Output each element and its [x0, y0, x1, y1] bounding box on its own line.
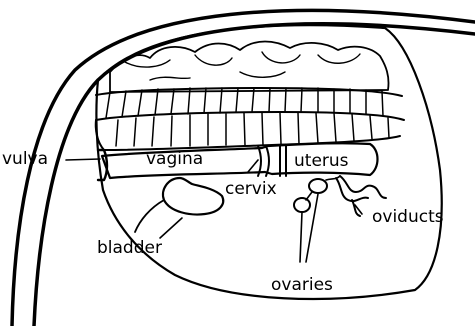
- vulva-pointer: [66, 159, 100, 160]
- label-oviducts: oviducts: [372, 207, 444, 227]
- ovaries-pointer-right: [306, 194, 318, 262]
- body-outline: [12, 10, 475, 326]
- ovaries-pointer-left: [300, 212, 302, 262]
- label-uterus: uterus: [294, 151, 349, 171]
- label-bladder: bladder: [97, 238, 162, 258]
- label-vulva: vulva: [2, 149, 48, 169]
- spine: [96, 88, 404, 150]
- organ-fold-3: [262, 52, 300, 63]
- label-cervix: cervix: [225, 179, 277, 199]
- organ-fold-2: [195, 55, 232, 65]
- organ-fold-5: [150, 77, 190, 80]
- urethra: [135, 200, 164, 232]
- organ-fold-6: [240, 72, 285, 77]
- label-vagina: vagina: [146, 149, 203, 169]
- ovary-shapes: [294, 176, 340, 212]
- bladder-pointer: [160, 218, 182, 238]
- organ-fold-1: [125, 60, 170, 67]
- cervix-pointer: [248, 160, 258, 172]
- label-ovaries: ovaries: [271, 275, 333, 295]
- bladder-shape: [163, 178, 223, 214]
- organ-fold-4: [318, 54, 360, 63]
